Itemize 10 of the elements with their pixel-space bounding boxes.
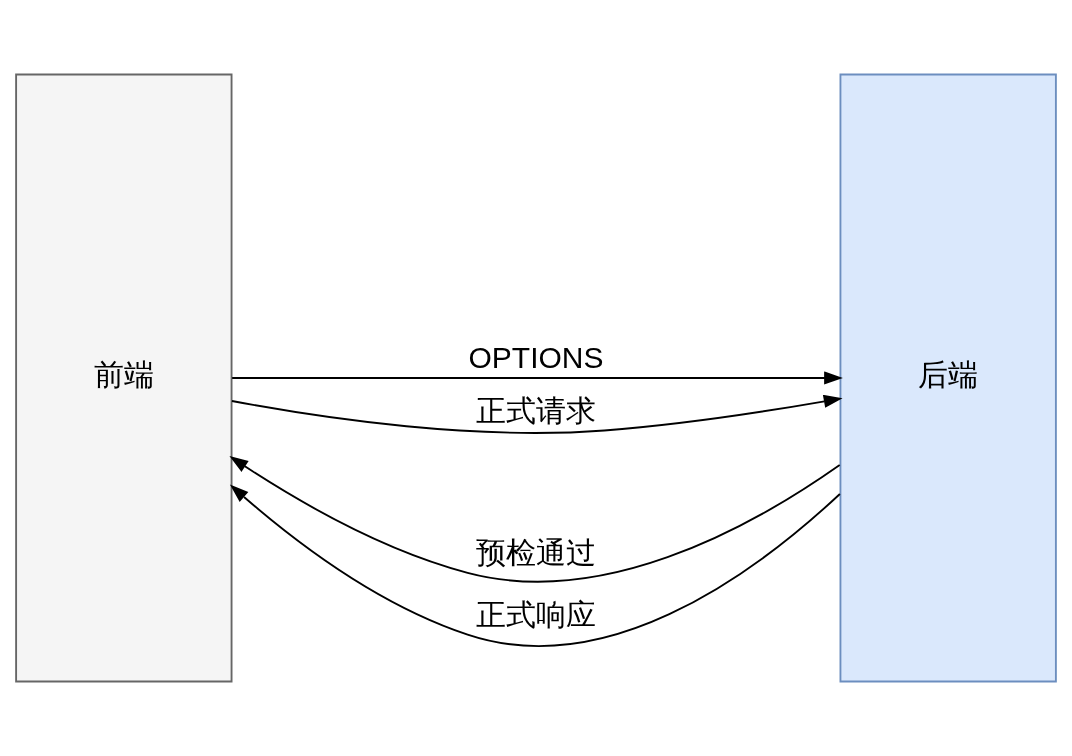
arrow: [231, 394, 843, 434]
edge-label: 预检通过: [476, 536, 596, 570]
edge-label: OPTIONS: [468, 341, 604, 375]
edge-label: 正式响应: [476, 597, 596, 631]
node-box: 后端: [839, 73, 1057, 683]
arrow: [229, 484, 841, 647]
arrow: [229, 456, 841, 583]
edge-label: 正式请求: [476, 393, 596, 427]
arrow: [231, 371, 843, 385]
node-box: 前端: [15, 73, 233, 683]
